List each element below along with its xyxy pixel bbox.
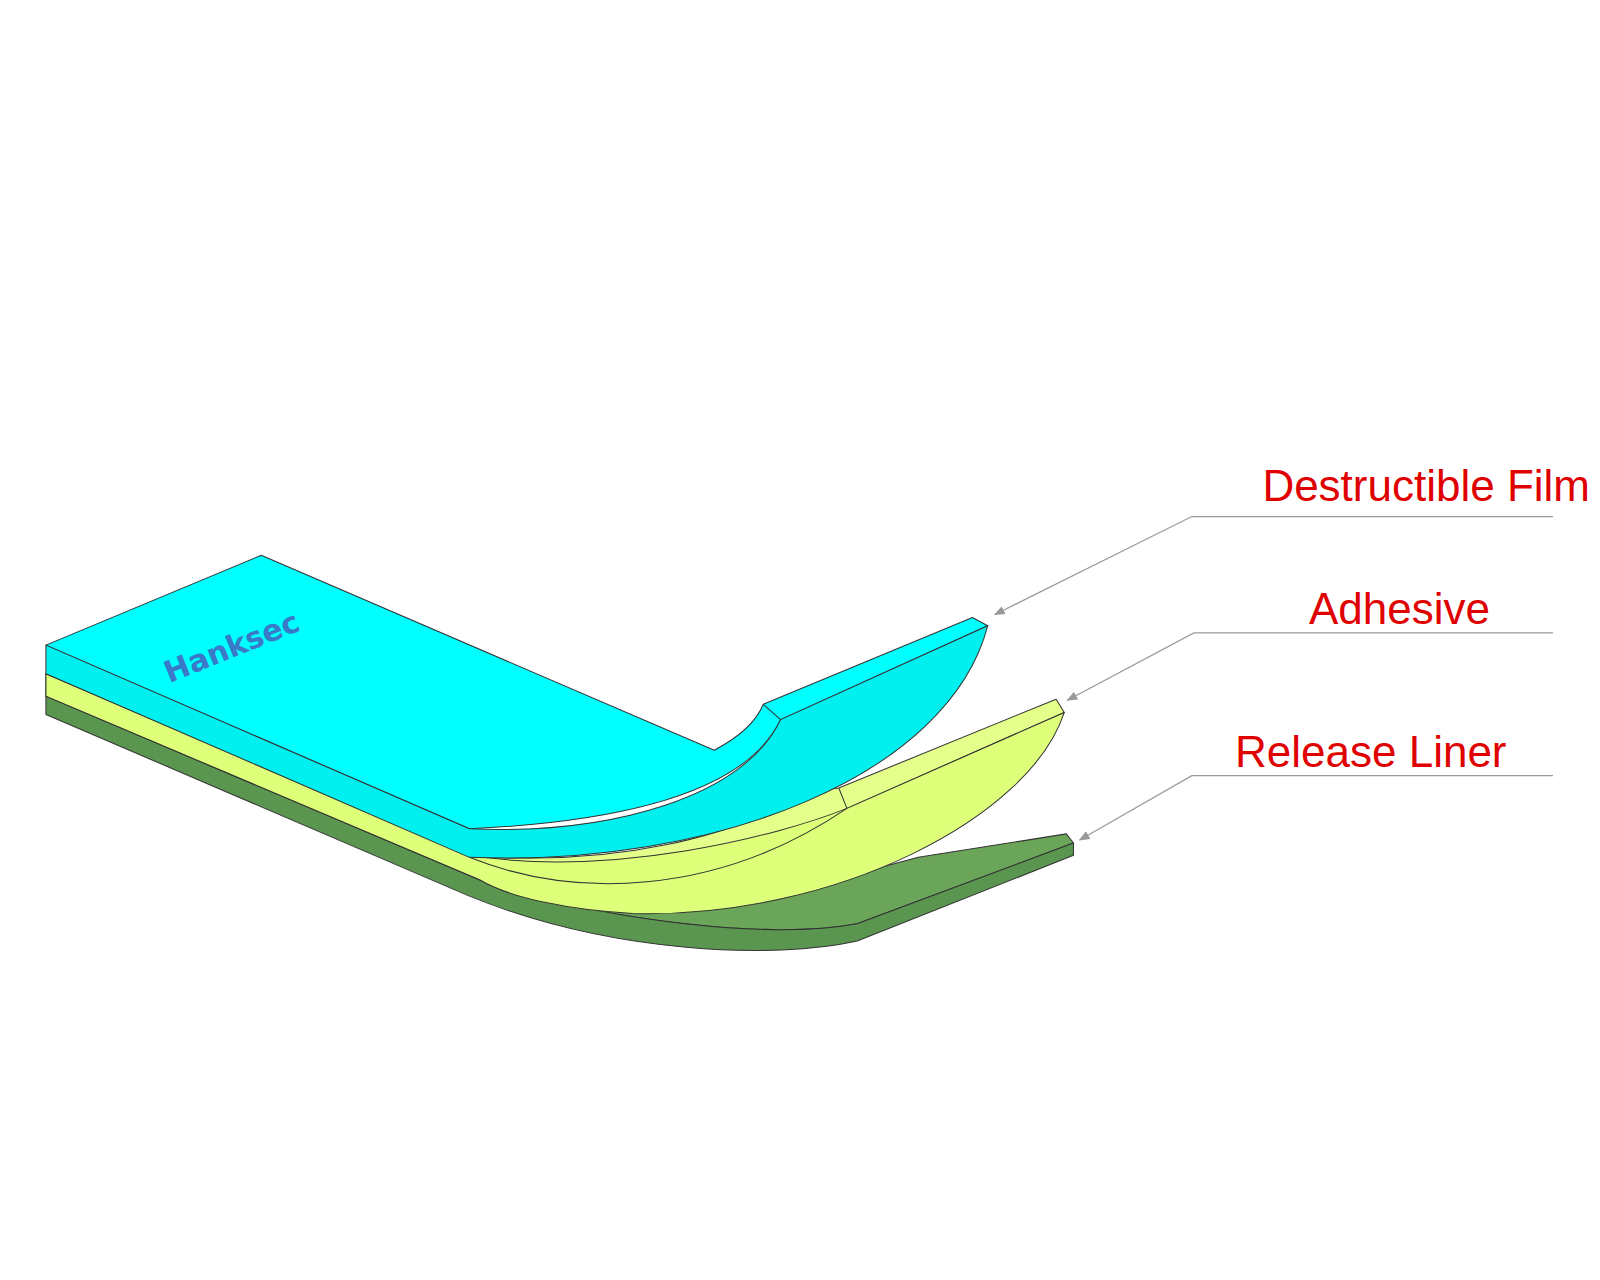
leader-line bbox=[1067, 633, 1553, 700]
part-label: Release Liner bbox=[1235, 728, 1507, 776]
part-label: Adhesive bbox=[1309, 585, 1490, 633]
part-label: Destructible Film bbox=[1262, 462, 1590, 510]
film-edge bbox=[763, 704, 780, 719]
leader-line bbox=[1080, 776, 1553, 840]
